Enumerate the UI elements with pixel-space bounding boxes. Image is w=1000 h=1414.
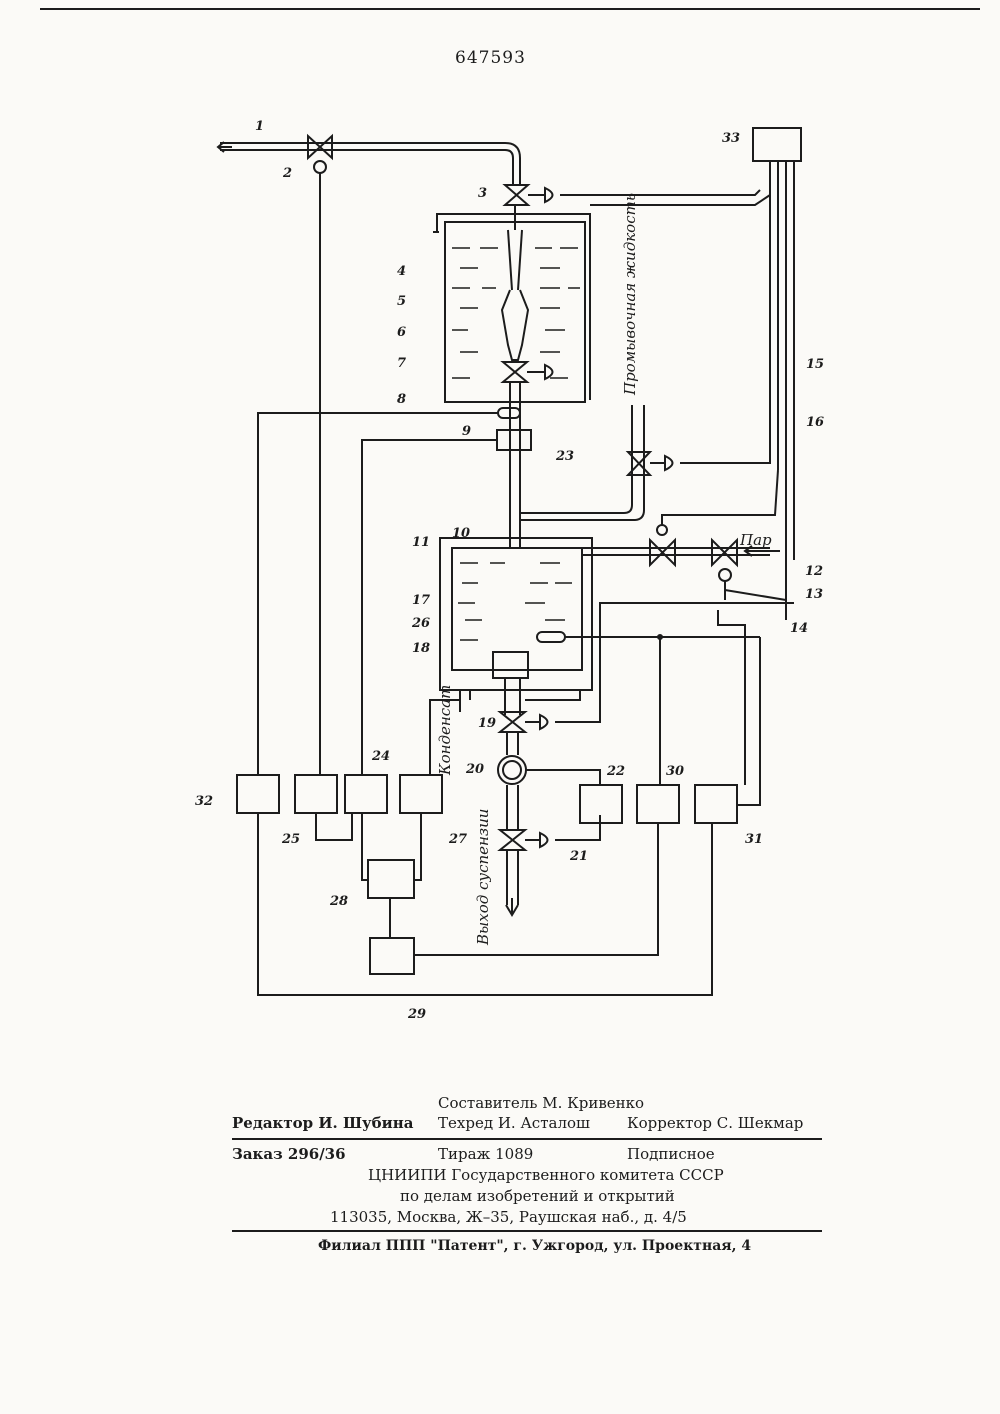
editor-line: Редактор И. Шубина bbox=[232, 1114, 413, 1132]
circulation-line: Тираж 1089 bbox=[438, 1145, 533, 1163]
label-26: 26 bbox=[411, 616, 430, 631]
label-10: 10 bbox=[452, 526, 470, 541]
ejector-4 bbox=[508, 230, 522, 290]
label-5: 5 bbox=[397, 294, 406, 309]
branch-line: Филиал ППП "Патент", г. Ужгород, ул. Про… bbox=[318, 1238, 751, 1254]
steam-label: Пар bbox=[739, 531, 772, 549]
label-12: 12 bbox=[805, 564, 823, 579]
label-17: 17 bbox=[412, 593, 430, 608]
block-32 bbox=[237, 775, 279, 813]
process-schematic: 1 2 3 4 5 6 7 8 9 10 11 12 13 14 15 16 1… bbox=[0, 0, 1000, 1060]
valve-21 bbox=[500, 830, 525, 850]
vessel-6 bbox=[445, 222, 585, 402]
block-24 bbox=[345, 775, 387, 813]
imprint-rule-2 bbox=[232, 1230, 822, 1232]
valve-7 bbox=[503, 362, 527, 382]
label-16: 16 bbox=[806, 415, 824, 430]
address-line: 113035, Москва, Ж–35, Раушская наб., д. … bbox=[330, 1208, 687, 1226]
label-23: 23 bbox=[555, 449, 574, 464]
label-2: 2 bbox=[282, 166, 292, 181]
label-31: 31 bbox=[745, 832, 763, 847]
label-33: 33 bbox=[722, 131, 740, 146]
label-7: 7 bbox=[397, 356, 406, 371]
block-28 bbox=[368, 860, 414, 898]
block-26 bbox=[493, 652, 528, 678]
block-29 bbox=[370, 938, 414, 974]
order-line: Заказ 296/36 bbox=[232, 1145, 346, 1163]
flowmeter-23 bbox=[497, 430, 531, 450]
label-4: 4 bbox=[397, 264, 406, 279]
valve-12 bbox=[712, 540, 737, 565]
suspension-out-label: Выход суспензии bbox=[474, 809, 492, 946]
org-line-2: по делам изобретений и открытий bbox=[400, 1187, 675, 1205]
block-31 bbox=[695, 785, 737, 823]
label-1: 1 bbox=[255, 119, 264, 134]
corrector-line: Корректор С. Шекмар bbox=[627, 1114, 803, 1132]
label-13: 13 bbox=[805, 587, 823, 602]
label-32: 32 bbox=[195, 794, 213, 809]
valve-3 bbox=[505, 185, 528, 205]
liquid-10 bbox=[458, 563, 572, 640]
valve-2 bbox=[308, 136, 332, 158]
sensor-17 bbox=[537, 632, 565, 642]
label-27: 27 bbox=[448, 832, 467, 847]
techred-line: Техред И. Асталош bbox=[438, 1114, 590, 1132]
label-24: 24 bbox=[371, 749, 390, 764]
block-27 bbox=[400, 775, 442, 813]
flush-liquid-label: Промывочная жидкость bbox=[621, 193, 639, 396]
valve-14 bbox=[650, 540, 675, 565]
label-8: 8 bbox=[397, 392, 406, 407]
liquid-6 bbox=[452, 248, 580, 378]
controller-33 bbox=[753, 128, 801, 161]
subscription-line: Подписное bbox=[627, 1145, 715, 1163]
label-21: 21 bbox=[569, 849, 588, 864]
label-3: 3 bbox=[478, 186, 487, 201]
condensate-label: Конденсат bbox=[436, 685, 454, 776]
imprint-rule-1 bbox=[232, 1138, 822, 1140]
label-20: 20 bbox=[465, 762, 484, 777]
label-30: 30 bbox=[666, 764, 684, 779]
label-22: 22 bbox=[606, 764, 625, 779]
label-29: 29 bbox=[407, 1007, 426, 1022]
block-25 bbox=[295, 775, 337, 813]
valve-19 bbox=[500, 712, 525, 732]
label-18: 18 bbox=[412, 641, 430, 656]
label-15: 15 bbox=[806, 357, 824, 372]
label-9: 9 bbox=[462, 424, 471, 439]
label-19: 19 bbox=[478, 716, 496, 731]
compiler-line: Составитель М. Кривенко bbox=[438, 1094, 644, 1112]
label-25: 25 bbox=[281, 832, 300, 847]
label-6: 6 bbox=[397, 325, 406, 340]
block-30 bbox=[637, 785, 679, 823]
label-28: 28 bbox=[329, 894, 348, 909]
org-line-1: ЦНИИПИ Государственного комитета СССР bbox=[368, 1166, 724, 1184]
label-14: 14 bbox=[790, 621, 808, 636]
label-11: 11 bbox=[412, 535, 430, 550]
